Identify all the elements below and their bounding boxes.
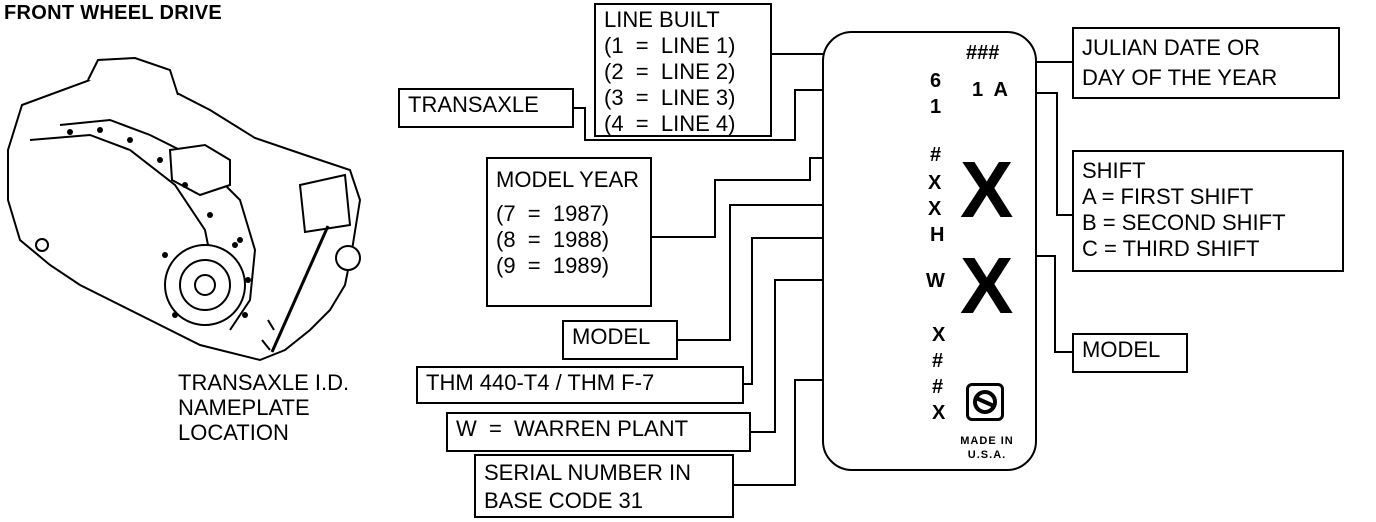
- plate-serial-code-3: #: [932, 376, 944, 398]
- thm-label: THM 440-T4 / THM F-7: [426, 370, 655, 395]
- nameplate-location-caption: TRANSAXLE I.D. NAMEPLATE LOCATION: [178, 370, 349, 445]
- serial-line-2: BASE CODE 31: [484, 488, 643, 513]
- model-right-label: MODEL: [1082, 337, 1161, 362]
- plate-year-code: #: [930, 144, 942, 166]
- julian-date-box: JULIAN DATE OR DAY OF THE YEAR: [1072, 27, 1340, 99]
- model-year-8: (8 = 1988): [496, 227, 610, 252]
- caption-line-3: LOCATION: [178, 420, 289, 445]
- plate-plant-code: W: [926, 270, 945, 292]
- warren-plant-label: W = WARREN PLANT: [456, 416, 689, 441]
- plate-serial-code-4: X: [932, 402, 946, 424]
- plate-serial-code-1: X: [932, 324, 946, 346]
- line-built-2: (2 = LINE 2): [604, 59, 736, 84]
- julian-line-2: DAY OF THE YEAR: [1082, 65, 1278, 90]
- line-built-1: (1 = LINE 1): [604, 33, 736, 58]
- line-built-4: (4 = LINE 4): [604, 111, 736, 136]
- model-left-label: MODEL: [572, 324, 651, 349]
- plate-serial-code-2: #: [932, 350, 944, 372]
- shift-b: B = SECOND SHIFT: [1082, 210, 1286, 235]
- transaxle-label-box: TRANSAXLE: [398, 88, 574, 128]
- shift-heading: SHIFT: [1082, 158, 1146, 183]
- nameplate-pointer: [270, 225, 330, 353]
- plate-julian-code: ###: [966, 42, 1000, 64]
- made-in-line-1: MADE IN: [960, 435, 1014, 447]
- line-built-heading: LINE BUILT: [604, 7, 720, 32]
- plate-shift-code: 1 A: [972, 79, 1008, 101]
- manufacturer-logo-icon: [966, 383, 1004, 421]
- line-built-3: (3 = LINE 3): [604, 85, 736, 110]
- transaxle-bolts: [67, 127, 251, 318]
- thm-box: THM 440-T4 / THM F-7: [416, 366, 744, 404]
- connector-shift: [1030, 92, 1072, 216]
- model-year-box: MODEL YEAR (7 = 1987) (8 = 1988) (9 = 19…: [486, 157, 652, 307]
- plate-transaxle-code: 1: [930, 96, 942, 118]
- plate-model-code-3: H: [930, 224, 945, 246]
- julian-line-1: JULIAN DATE OR: [1082, 35, 1261, 60]
- plate-big-x-top: X: [960, 145, 1014, 234]
- transaxle-drawing: [7, 56, 362, 362]
- plate-line-code: 6: [930, 70, 942, 92]
- logo-glyph-icon: [973, 390, 997, 414]
- caption-line-1: TRANSAXLE I.D.: [178, 370, 350, 395]
- plate-big-x-bottom: X: [960, 241, 1014, 330]
- connector-model-right: [1024, 255, 1072, 353]
- made-in-line-2: U.S.A.: [967, 449, 1007, 461]
- shift-c: C = THIRD SHIFT: [1082, 236, 1260, 261]
- serial-number-box: SERIAL NUMBER IN BASE CODE 31: [474, 454, 734, 518]
- line-built-box: LINE BUILT (1 = LINE 1) (2 = LINE 2) (3 …: [594, 3, 772, 137]
- plate-model-code-1: X: [928, 172, 942, 194]
- warren-plant-box: W = WARREN PLANT: [446, 412, 751, 452]
- serial-line-1: SERIAL NUMBER IN: [484, 460, 692, 485]
- model-year-7: (7 = 1987): [496, 201, 610, 226]
- model-left-box: MODEL: [562, 320, 678, 360]
- shift-box: SHIFT A = FIRST SHIFT B = SECOND SHIFT C…: [1072, 150, 1344, 272]
- model-year-heading: MODEL YEAR: [496, 167, 640, 192]
- shift-a: A = FIRST SHIFT: [1082, 184, 1254, 209]
- transaxle-label: TRANSAXLE: [408, 92, 539, 117]
- connector-transaxle: [572, 89, 915, 141]
- plate-model-code-2: X: [928, 198, 942, 220]
- model-year-9: (9 = 1989): [496, 253, 610, 278]
- model-right-box: MODEL: [1072, 333, 1188, 373]
- diagram-title: FRONT WHEEL DRIVE: [4, 2, 223, 24]
- made-in-label: MADE IN U.S.A.: [958, 434, 1016, 462]
- caption-line-2: NAMEPLATE: [178, 395, 310, 420]
